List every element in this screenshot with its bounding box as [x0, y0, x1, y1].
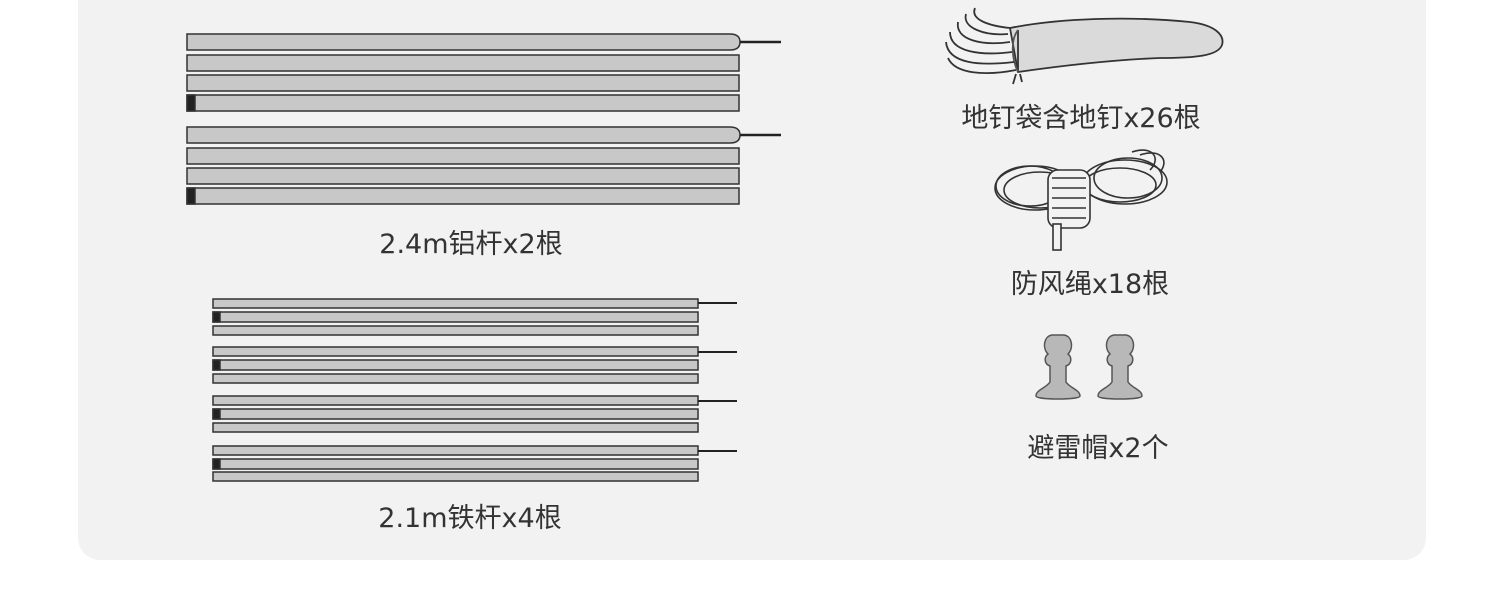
iron-poles-label: 2.1m铁杆x4根 — [378, 503, 562, 534]
iron-pole-set-2 — [212, 346, 737, 384]
lightning-caps-label: 避雷帽x2个 — [1027, 433, 1169, 464]
aluminum-poles-label: 2.4m铝杆x2根 — [379, 229, 563, 260]
iron-pole-set-4 — [212, 445, 737, 482]
guy-ropes-label: 防风绳x18根 — [1010, 269, 1170, 300]
guy-rope-icon — [994, 149, 1168, 251]
lightning-cap-icon-2 — [1097, 334, 1143, 400]
stake-bag-label: 地钉袋含地钉x26根 — [961, 103, 1201, 134]
iron-pole-set-3 — [212, 395, 737, 433]
stake-bag-icon — [945, 7, 1224, 85]
iron-pole-set-1 — [212, 298, 737, 336]
aluminum-pole-set-1 — [186, 33, 781, 112]
aluminum-pole-set-2 — [186, 126, 781, 205]
lightning-cap-icon-1 — [1035, 334, 1081, 400]
